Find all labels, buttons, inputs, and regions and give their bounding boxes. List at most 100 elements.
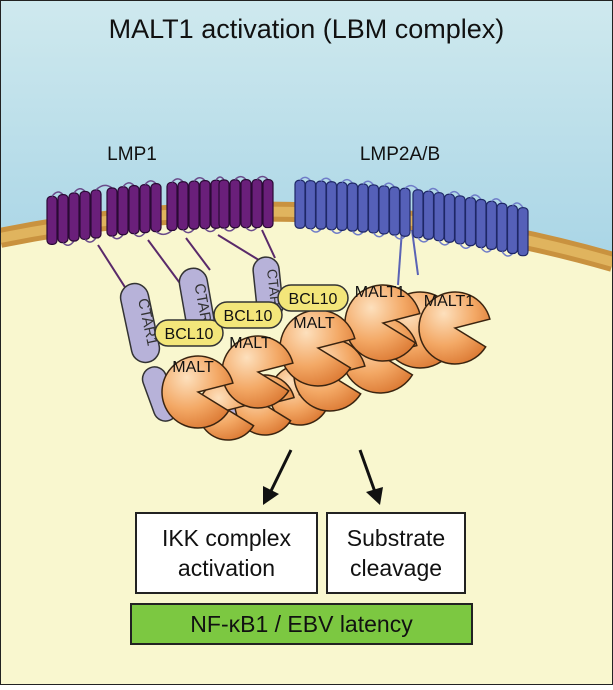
- lmp2-loop-11: [404, 184, 419, 191]
- lmp1-loop-7: [122, 182, 135, 188]
- lmp2-helix-14: [433, 192, 445, 242]
- nfkb-ebv-latency-banner: NF-κB1 / EBV latency: [130, 603, 473, 645]
- lmp1-loop-9: [144, 180, 157, 186]
- lmp2-helix-10: [388, 186, 401, 236]
- lmp1-loop-17: [234, 175, 247, 181]
- lmp2-helix-17: [464, 197, 477, 247]
- lmp1-helix-20: [262, 178, 274, 229]
- lmp2-loop-20: [501, 250, 514, 257]
- lmp1-helix-7: [117, 186, 129, 236]
- lmp1-helix-4: [79, 190, 91, 241]
- lmp2-loop-10: [393, 234, 406, 240]
- lmp1-loop-19: [256, 175, 269, 181]
- lmp2-loop-6: [351, 230, 364, 236]
- lmp2-label: LMP2A/B: [360, 144, 440, 165]
- lmp2-helix-3: [315, 180, 327, 230]
- malt1-shape-9: [279, 309, 356, 387]
- lmp1-helix-1: [46, 195, 58, 245]
- lmp2-loop-16: [459, 243, 472, 249]
- lmp2-loop-3: [320, 177, 333, 183]
- malt1-shape-7: [418, 291, 491, 365]
- outcome-arrows: [263, 449, 383, 505]
- malt-label-1: MALT: [172, 359, 214, 376]
- lmp2-helix-20: [496, 202, 508, 253]
- lmp2-loop-4: [330, 229, 343, 234]
- ctar1-capsule: [119, 282, 161, 364]
- lmp2-loop-17: [469, 194, 482, 200]
- lmp2-helix-4: [325, 181, 338, 231]
- malt-label-2: MALT: [229, 335, 271, 352]
- lmp2-helix-13: [422, 190, 435, 240]
- lmp1-loop-16: [223, 227, 236, 232]
- lmp1-helix-6: [106, 187, 118, 237]
- lmp2-loop-5: [341, 178, 354, 184]
- lmp1-helix-13: [188, 180, 200, 230]
- malt1-label-1: MALT1: [355, 284, 405, 301]
- lmp1-helix-16: [218, 179, 230, 229]
- lmp2-helix-7: [357, 183, 369, 233]
- lmp1-loop-6: [111, 234, 124, 240]
- bcl10-label-1: BCL10: [165, 326, 214, 343]
- lmp1-helix-2: [57, 194, 69, 244]
- lmp1-helix-10: [150, 183, 162, 233]
- arrow-to-substrate: [358, 449, 377, 493]
- lmp1-loop-11: [171, 178, 184, 183]
- lmp1-helix-9: [139, 183, 151, 234]
- lmp1-loop-4: [84, 237, 97, 243]
- lmp2-helix-16: [454, 195, 466, 245]
- ctar-label-2: CTAR: [191, 282, 215, 324]
- diagram-title: MALT1 activation (LBM complex): [108, 14, 505, 44]
- ikk-activation-box: IKK complex activation: [135, 512, 318, 594]
- malt1-shape-8: [344, 284, 421, 362]
- lmp2-loop-2: [309, 228, 322, 233]
- arrow-head-ikk: [263, 486, 279, 505]
- lmp2-helix-12: [412, 189, 424, 239]
- lmp2-loop-14: [438, 240, 451, 246]
- bcl10-pill-1: [154, 319, 224, 347]
- lmp1-loop-12: [182, 228, 195, 234]
- lmp2-loop-9: [383, 182, 396, 188]
- lmp2-helix-6: [346, 182, 359, 232]
- lmp2-loop-13: [427, 187, 440, 194]
- lmp2-helix-8: [367, 184, 380, 234]
- lmp2-helix-5: [336, 181, 348, 231]
- arrow-head-substrate: [366, 487, 383, 505]
- malt1-shape-11: [161, 355, 234, 429]
- arrow-to-ikk: [268, 449, 293, 494]
- lmp2-loop-18: [480, 247, 493, 253]
- bcl10-label-2: BCL10: [224, 308, 273, 325]
- lmp1-helix-17: [229, 179, 241, 229]
- lmp1-loop-1: [51, 191, 64, 197]
- lmp2-helix-11: [399, 187, 411, 237]
- lmp2-loop-7: [362, 180, 375, 186]
- lmp1-helix-8: [128, 185, 140, 235]
- malt1-label-2: MALT1: [424, 293, 474, 310]
- lmp2-helix-9: [378, 185, 390, 235]
- lmp1-helix-14: [199, 180, 211, 230]
- lmp1-helix-12: [177, 181, 189, 231]
- lmp2-helix-18: [475, 198, 487, 249]
- bcl10-pill-3: [277, 284, 349, 312]
- lmp1-loop-2: [62, 240, 75, 246]
- lmp2-loop-19: [490, 198, 503, 204]
- lmp1-loop-18: [245, 227, 258, 232]
- lmp1-loop-3: [73, 188, 86, 194]
- lmp2-loop-8: [372, 232, 385, 238]
- lmp1-loop-15: [215, 176, 225, 181]
- lmp2-loop-21: [511, 202, 524, 209]
- lmp1-label: LMP1: [107, 144, 157, 165]
- lmp2-helix-1: [294, 179, 306, 229]
- lmp1-helix-18: [240, 178, 252, 229]
- malt-label-3: MALT: [293, 315, 335, 332]
- lmp1-loop-14: [204, 227, 217, 233]
- lmp1-helix-5: [90, 189, 102, 239]
- lmp1-loop-8: [133, 232, 146, 238]
- lmp1-loop-10: [155, 229, 173, 236]
- lmp2-helix-19: [485, 200, 498, 251]
- lmp2-helix-2: [304, 180, 317, 230]
- substrate-cleavage-box: Substrate cleavage: [326, 512, 466, 594]
- lmp1-loop-13: [193, 177, 206, 182]
- lmp2-loop-12: [417, 237, 430, 243]
